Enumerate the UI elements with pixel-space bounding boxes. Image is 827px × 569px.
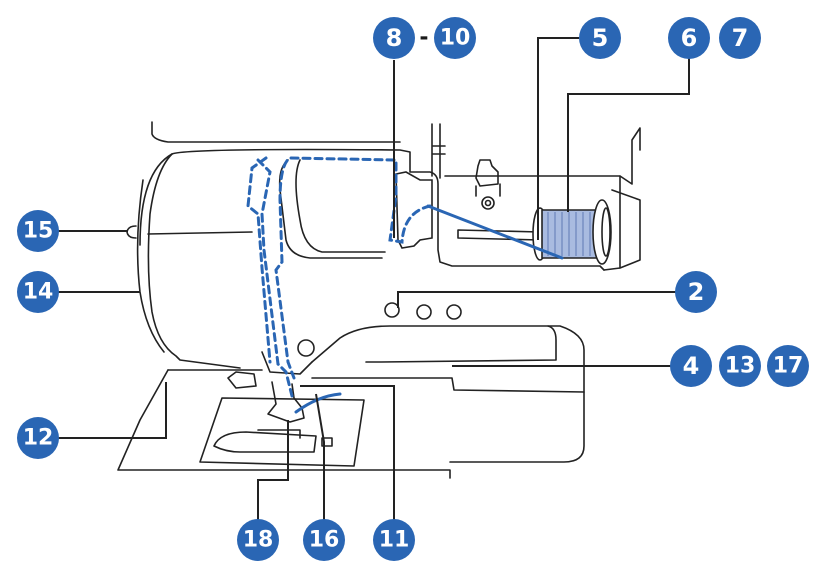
presser-foot [267,381,305,423]
leader-16 [315,393,325,522]
leader-2 [397,291,676,308]
bobbin-cover [213,431,317,453]
thread-to-needle [294,392,342,414]
thread-route-guide [274,156,432,380]
control-button-2 [416,304,432,320]
callout-badges: 15 14 12 8 - 10 5 6 7 [17,17,809,561]
svg-text:17: 17 [773,354,804,379]
thread-path [246,156,564,414]
callout-14: 14 [17,271,59,313]
thread-route-upper-left [246,156,272,364]
control-button-1 [384,302,400,318]
svg-text:4: 4 [683,352,700,380]
hand-wheel-knob [126,225,137,239]
thread-route-left-return [256,158,294,398]
svg-text:5: 5 [592,24,609,52]
spool-assembly [457,199,612,265]
callout-18: 18 [237,519,279,561]
callout-range-dash: - [419,26,428,51]
callout-7: 7 [719,17,761,59]
leader-5 [537,37,579,240]
arm-body [311,325,557,363]
callout-13: 13 [719,345,761,387]
head-body [139,148,605,271]
machine-outline [117,121,641,479]
callout-8: 8 [373,17,415,59]
leader-6 [567,46,690,212]
svg-text:12: 12 [23,426,54,451]
leader-lines [58,37,690,522]
presser-foot-lever [227,371,257,389]
callout-15: 15 [17,210,59,252]
leader-12 [58,382,167,439]
machine-top-edge [151,121,401,143]
spool-thread [541,209,601,259]
control-button-3 [446,304,462,320]
svg-text:16: 16 [309,528,340,553]
svg-text:7: 7 [732,24,749,52]
svg-text:14: 14 [23,280,54,305]
leader-11 [300,385,395,522]
upper-panel-inner [295,159,386,253]
indicator-light [297,339,315,357]
callout-16: 16 [303,519,345,561]
right-panel [603,175,641,271]
svg-text:15: 15 [23,219,54,244]
spool-cap [601,207,611,257]
spool-thread-lines [547,212,591,256]
plate-mark [321,437,333,447]
thread-from-spool [426,204,564,260]
callout-4: 4 [670,345,712,387]
bed-edge [117,369,451,479]
leader-18 [257,420,289,522]
face-line [147,231,253,235]
svg-text:18: 18 [243,528,274,553]
svg-text:8: 8 [386,24,403,52]
svg-text:11: 11 [379,528,410,553]
svg-text:6: 6 [681,24,698,52]
needle-plate [199,397,365,467]
upper-panel [278,159,383,259]
callout-17: 17 [767,345,809,387]
back-housing [431,123,641,185]
callout-10: 10 [434,17,476,59]
feed-slot [257,429,301,439]
callout-2: 2 [675,271,717,313]
bed-rear-line [167,369,585,393]
callout-11: 11 [373,519,415,561]
take-up-lever [395,171,433,249]
callout-6: 6 [668,17,710,59]
top-thread-guide [475,159,501,210]
svg-text:13: 13 [725,354,756,379]
callout-12: 12 [17,417,59,459]
face-plate [147,153,241,369]
callout-5: 5 [579,17,621,59]
svg-text:2: 2 [688,278,705,306]
svg-text:10: 10 [440,26,471,51]
arm-extension [449,325,585,463]
